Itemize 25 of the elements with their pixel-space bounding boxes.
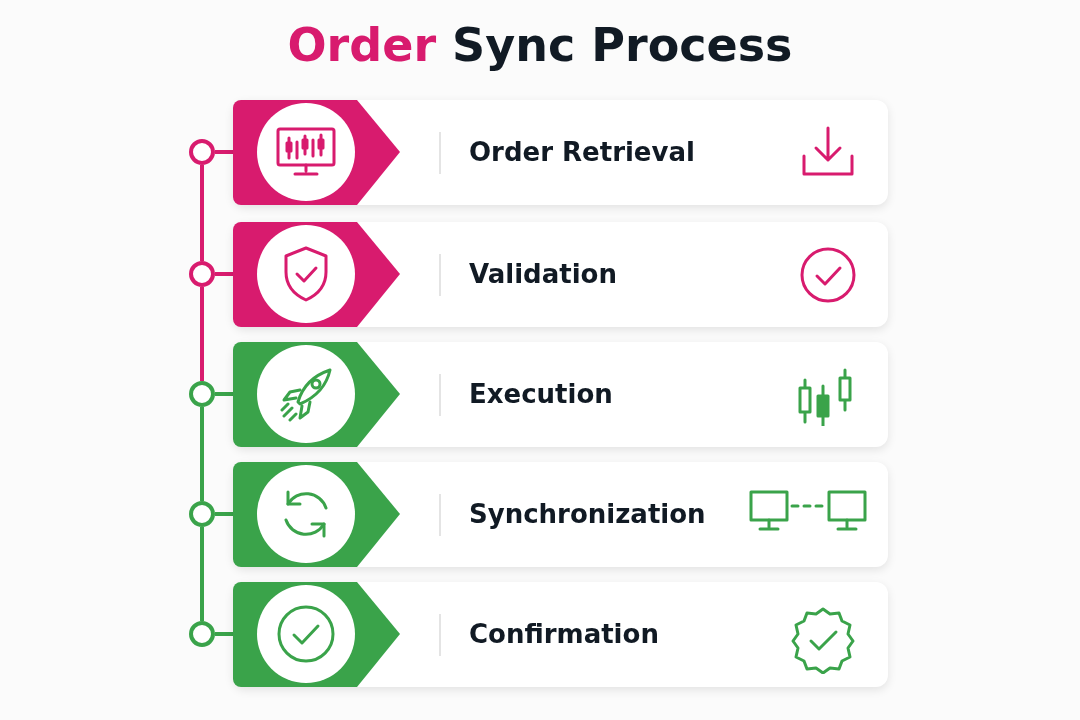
title: Order Sync Process bbox=[286, 18, 794, 72]
connector-line bbox=[200, 527, 204, 621]
connector-line bbox=[215, 512, 233, 516]
step-label: Confirmation bbox=[469, 618, 659, 651]
timeline-dot bbox=[189, 139, 215, 165]
connector-line bbox=[200, 407, 204, 501]
step-card bbox=[233, 100, 888, 205]
connector-line bbox=[215, 150, 233, 154]
connector-line bbox=[215, 272, 233, 276]
step-card bbox=[233, 222, 888, 327]
step-card bbox=[233, 342, 888, 447]
step-label: Execution bbox=[469, 378, 613, 411]
connector-line bbox=[200, 287, 204, 381]
timeline-dot bbox=[189, 381, 215, 407]
step-label: Synchronization bbox=[469, 498, 706, 531]
connector-line bbox=[215, 392, 233, 396]
connector-line bbox=[200, 165, 204, 261]
step-card bbox=[233, 462, 888, 567]
connector-line bbox=[215, 632, 233, 636]
step-card bbox=[233, 582, 888, 687]
step-label: Validation bbox=[469, 258, 617, 291]
timeline-dot bbox=[189, 501, 215, 527]
timeline-dot bbox=[189, 621, 215, 647]
step-label: Order Retrieval bbox=[469, 136, 695, 169]
timeline-dot bbox=[189, 261, 215, 287]
